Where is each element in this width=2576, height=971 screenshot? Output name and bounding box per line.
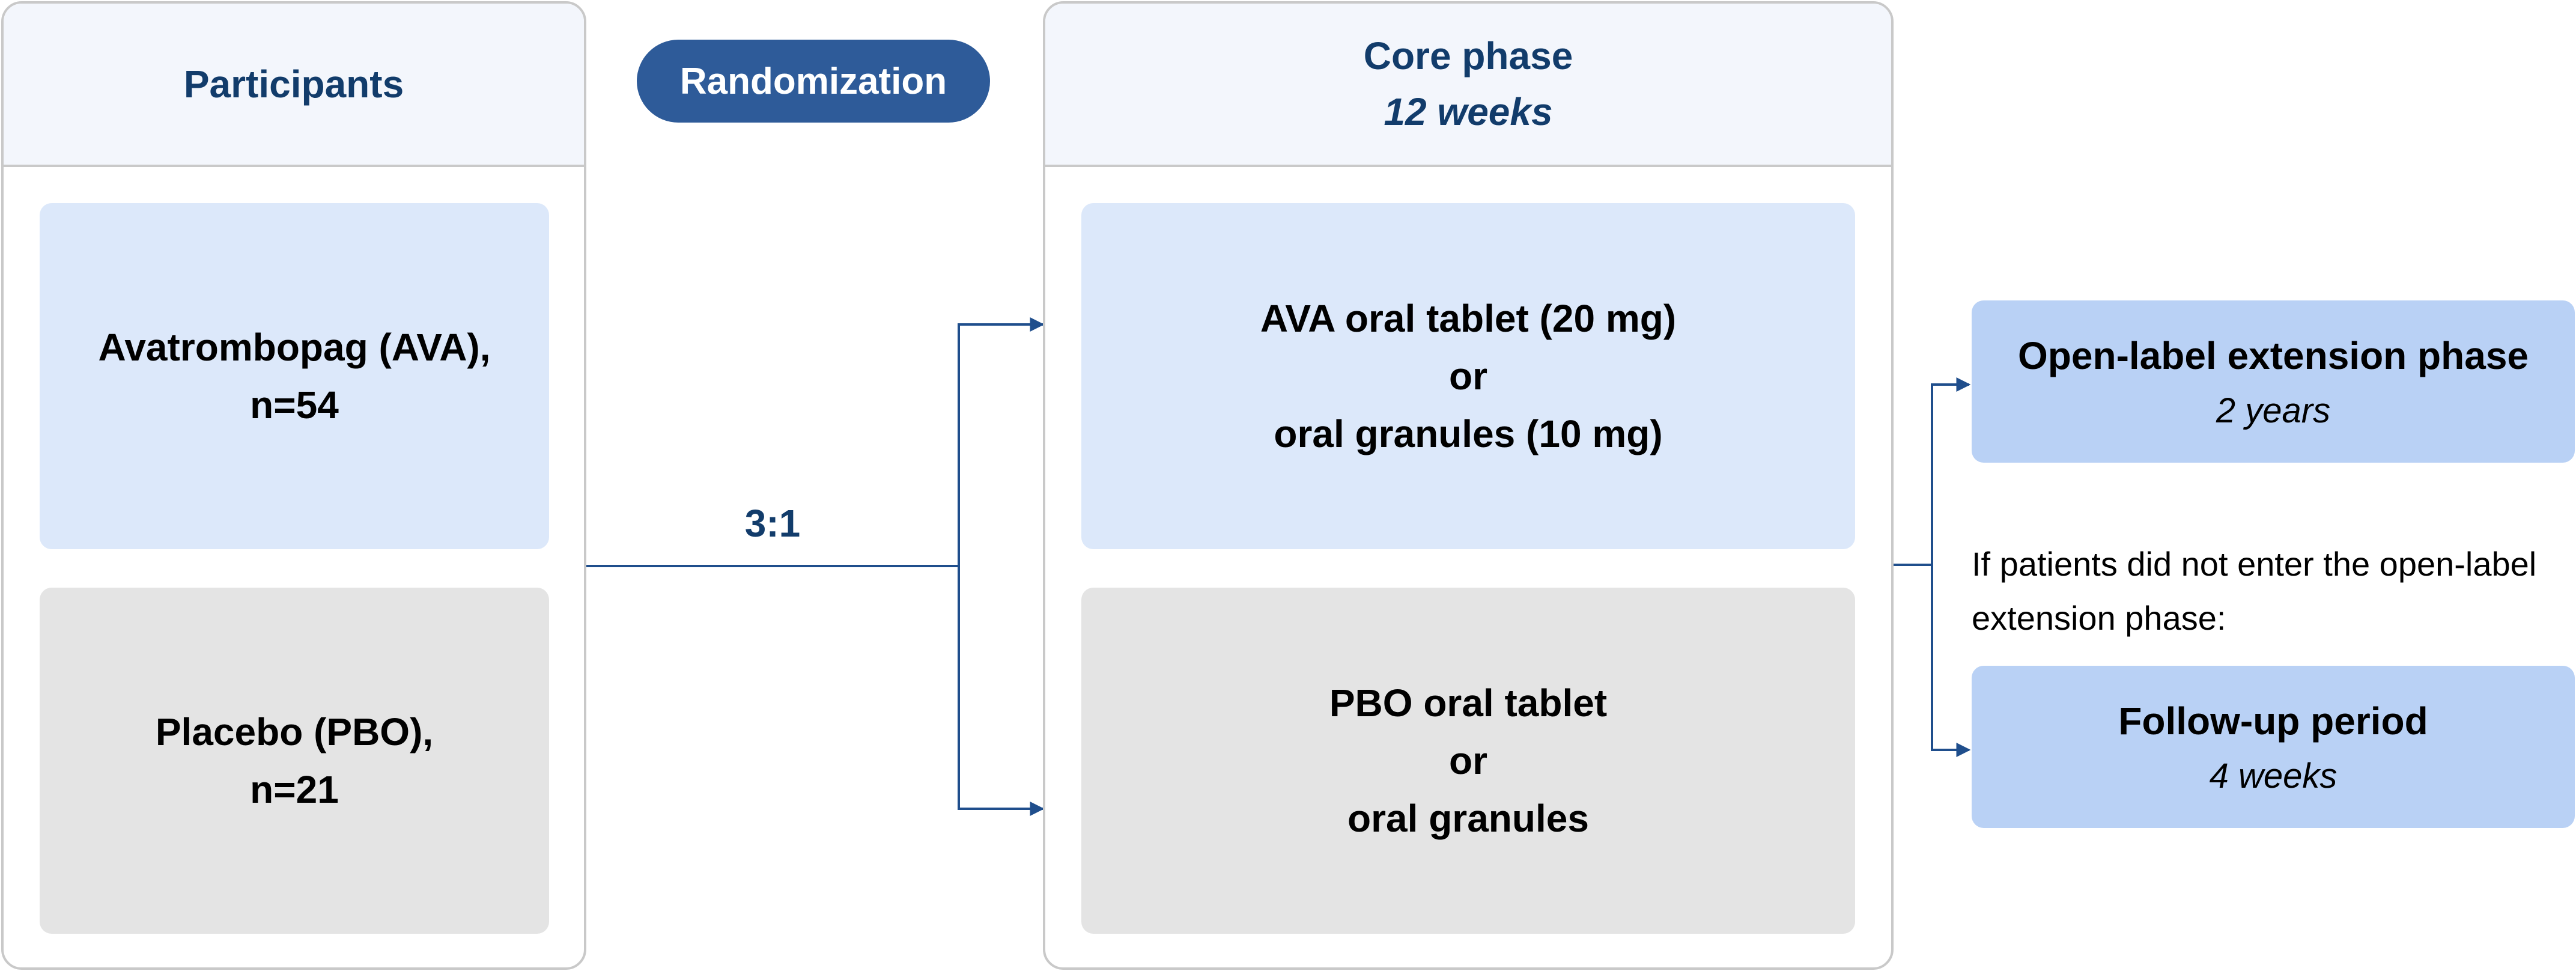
note-line-1: If patients did not enter the open-label	[1972, 545, 2537, 583]
extension-phase-title: Open-label extension phase	[2018, 333, 2529, 377]
ava-core-line1: AVA oral tablet (20 mg)	[1260, 297, 1677, 340]
follow-up-condition-note: If patients did not enter the open-label…	[1972, 537, 2572, 651]
follow-up-duration: 4 weeks	[2209, 756, 2338, 796]
randomization-pill: Randomization	[637, 40, 990, 123]
pbo-core-line2: or	[1449, 739, 1487, 782]
ava-core-line3: oral granules (10 mg)	[1274, 412, 1663, 455]
participants-title: Participants	[183, 62, 404, 106]
randomization-ratio: 3:1	[744, 502, 801, 545]
ava-participants-label: Avatrombopag (AVA),	[98, 326, 491, 369]
ava-core-line2: or	[1449, 355, 1487, 398]
ava-core-box: AVA oral tablet (20 mg) or oral granules…	[1081, 203, 1855, 549]
follow-up-box: Follow-up period 4 weeks	[1972, 666, 2575, 828]
ava-participants-box: Avatrombopag (AVA), n=54	[40, 203, 549, 549]
randomization-label: Randomization	[679, 60, 947, 102]
extension-phase-box: Open-label extension phase 2 years	[1972, 300, 2575, 463]
core-phase-duration: 12 weeks	[1384, 90, 1553, 133]
pbo-core-box: PBO oral tablet or oral granules	[1081, 588, 1855, 934]
pbo-participants-box: Placebo (PBO), n=21	[40, 588, 549, 934]
participants-panel: Participants Avatrombopag (AVA), n=54 Pl…	[1, 1, 586, 970]
extension-phase-duration: 2 years	[2216, 391, 2331, 430]
note-line-2: extension phase:	[1972, 598, 2226, 637]
core-phase-panel: Core phase 12 weeks AVA oral tablet (20 …	[1043, 1, 1894, 970]
pbo-core-line1: PBO oral tablet	[1329, 681, 1608, 725]
participants-header: Participants	[4, 4, 584, 167]
pbo-core-line3: oral granules	[1347, 797, 1589, 840]
pbo-participants-count: n=21	[250, 768, 339, 811]
pbo-participants-label: Placebo (PBO),	[155, 710, 434, 753]
ava-participants-count: n=54	[250, 383, 339, 427]
core-phase-title: Core phase	[1363, 34, 1573, 78]
follow-up-title: Follow-up period	[2118, 699, 2428, 743]
core-phase-header: Core phase 12 weeks	[1045, 4, 1891, 167]
